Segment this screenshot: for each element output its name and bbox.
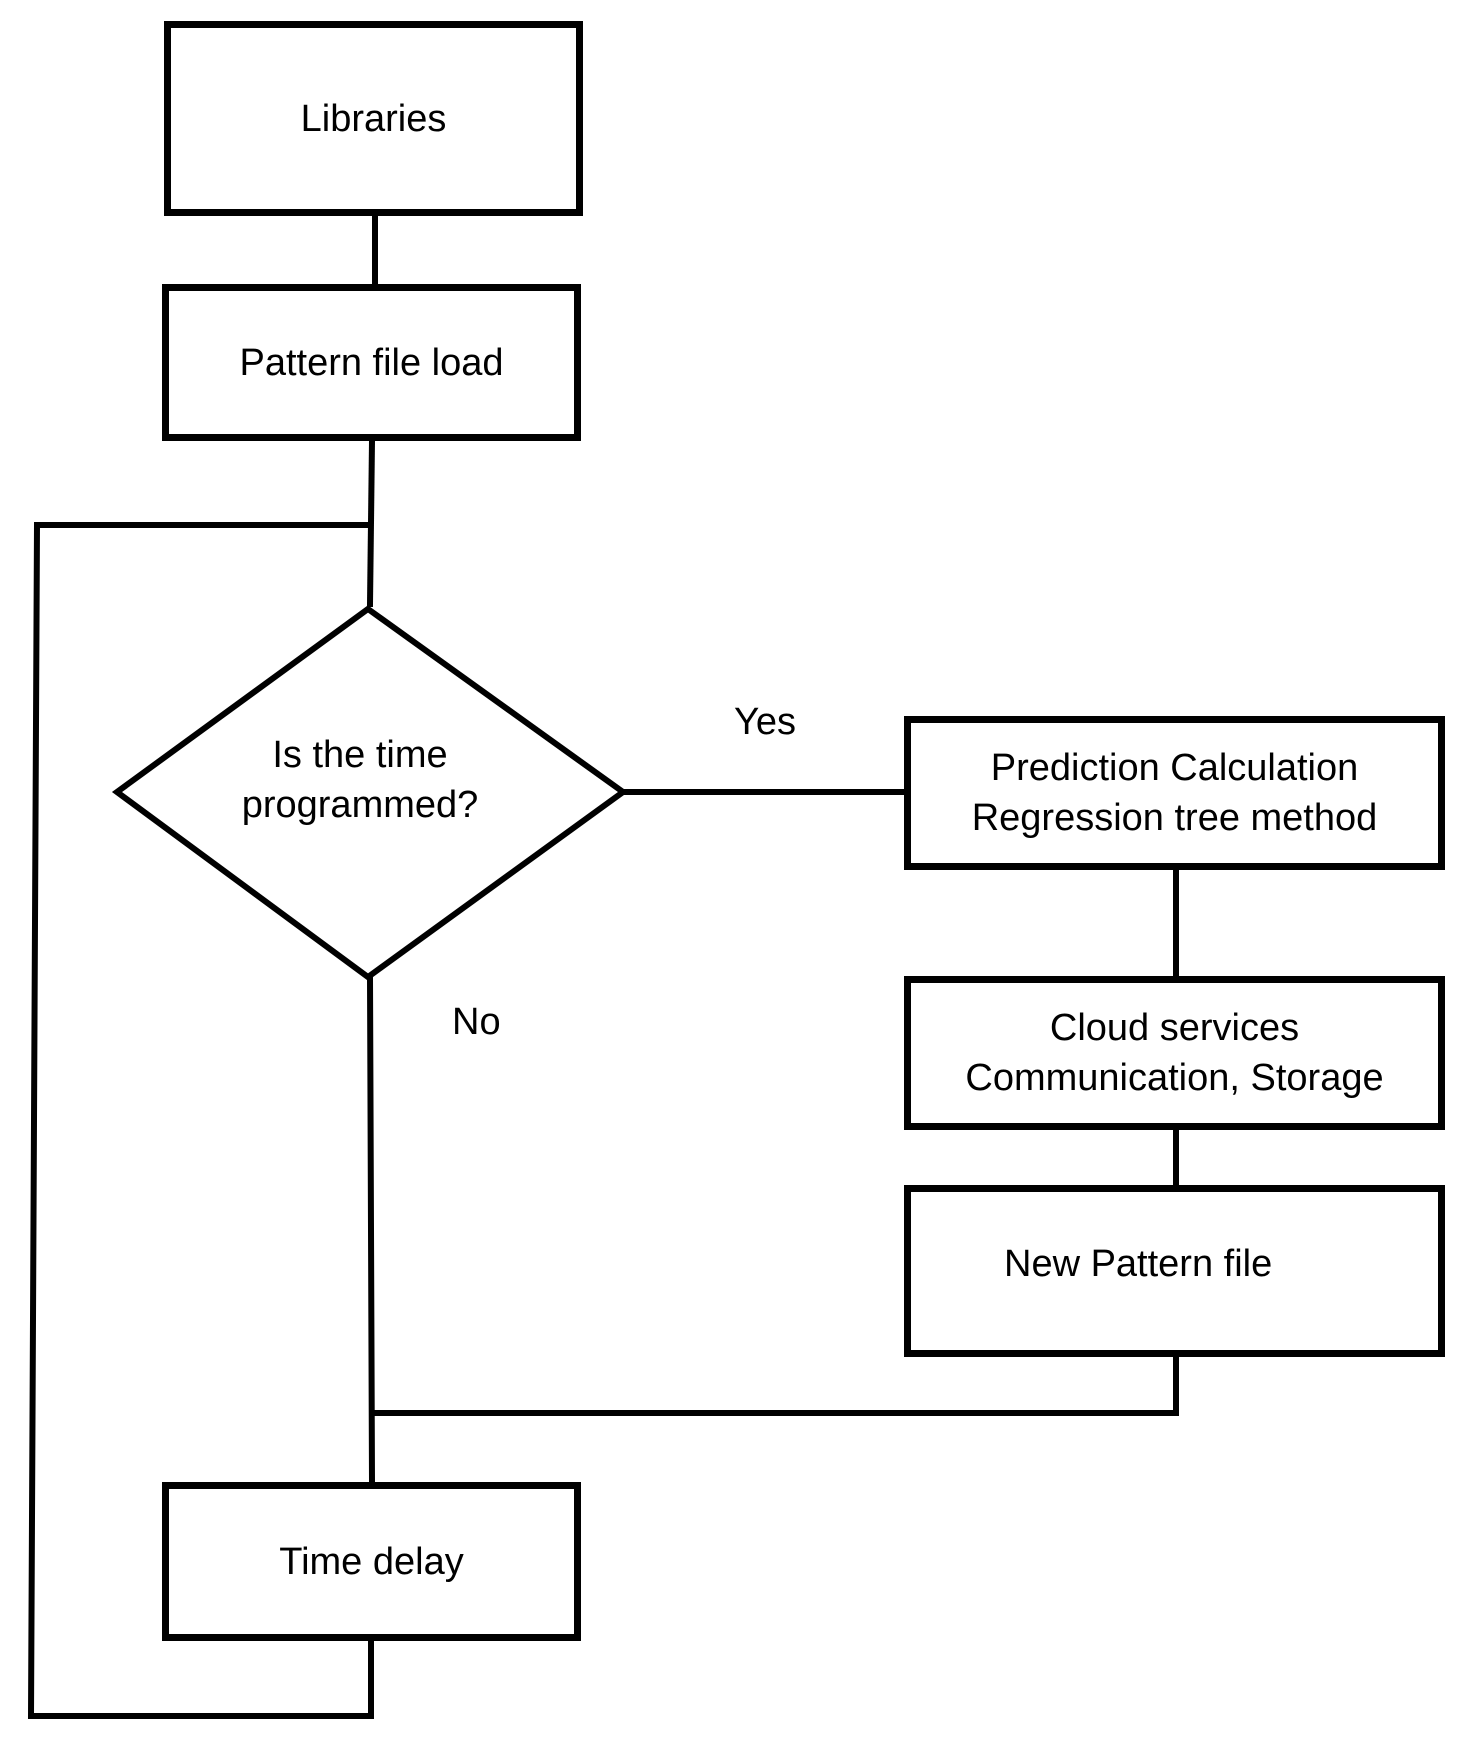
- arrow-pattern-load-to-decision: [366, 437, 376, 608]
- pattern-file-load-box: Pattern file load: [162, 284, 581, 441]
- prediction-calculation-box: Prediction Calculation Regression tree m…: [904, 716, 1445, 870]
- yes-label: Yes: [734, 701, 796, 743]
- cloud-line-2: Communication, Storage: [965, 1057, 1384, 1099]
- time-delay-label: Time delay: [279, 1540, 464, 1583]
- prediction-line-1: Prediction Calculation: [990, 747, 1359, 789]
- decision-diamond: [111, 605, 629, 981]
- decision-line-1: Is the time: [272, 734, 448, 776]
- no-label: No: [452, 1001, 501, 1043]
- prediction-line-2: Regression tree method: [971, 797, 1378, 839]
- pattern-file-load-label: Pattern file load: [239, 341, 504, 384]
- libraries-label: Libraries: [300, 97, 447, 140]
- arrow-new-pattern-return-to-main-line: [374, 1354, 1179, 1416]
- decision-line-2: programmed?: [241, 784, 479, 826]
- time-delay-box: Time delay: [162, 1482, 581, 1641]
- cloud-line-1: Cloud services: [1049, 1007, 1300, 1049]
- new-pattern-file-box: New Pattern file: [904, 1185, 1445, 1357]
- decision-text: Is the time programmed?: [190, 725, 530, 835]
- new-pattern-file-label: New Pattern file: [1004, 1243, 1273, 1285]
- cloud-services-box: Cloud services Communication, Storage: [904, 976, 1445, 1130]
- libraries-box: Libraries: [164, 21, 583, 216]
- arrow-decision-no-to-time-delay: [366, 974, 376, 1486]
- loop-back-connector: [27, 522, 374, 1719]
